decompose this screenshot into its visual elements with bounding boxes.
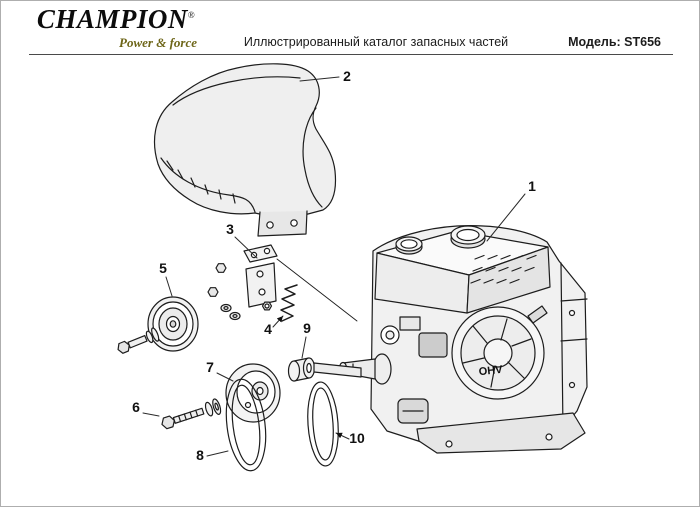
drive-pulley: [225, 363, 281, 423]
bracket-bolt-1: [215, 263, 227, 273]
callout-1-label: 1: [528, 178, 536, 194]
spacer-part: [287, 357, 316, 382]
callout-3-leader: [234, 236, 258, 259]
registered-mark-icon: ®: [187, 10, 196, 20]
belt-cover-part: [153, 63, 337, 237]
callout-6-leader: [142, 412, 160, 417]
callout-10-leader: [335, 432, 350, 440]
idler-pulley: [147, 296, 199, 352]
idler-bolt: [117, 327, 160, 354]
brand-tagline: Power & force: [119, 35, 197, 50]
pulley-bolt: [161, 398, 222, 430]
callout-5-leader: [165, 276, 173, 297]
spring-part: [280, 284, 298, 322]
bracket-plate-top: [243, 244, 278, 263]
header-divider: [29, 54, 673, 55]
drive-shaft: [313, 362, 362, 378]
recoil-handle: [527, 305, 548, 324]
belt-10-part: [307, 381, 339, 467]
air-filter-block: [418, 332, 448, 358]
callout-10-label: 10: [349, 430, 365, 446]
bracket-to-engine-line: [276, 258, 358, 322]
cover-mounting-tab: [257, 210, 308, 237]
model-label: Модель: ST656: [568, 35, 661, 49]
callout-1-leader: [486, 193, 526, 242]
callout-8-label: 8: [196, 447, 204, 463]
recoil-starter: [451, 305, 548, 400]
callout-7-label: 7: [206, 359, 214, 375]
bracket-plate-main: [245, 262, 277, 308]
callout-5-label: 5: [159, 260, 167, 276]
callout-8-leader: [206, 450, 229, 457]
catalog-subtitle: Иллюстрированный каталог запасных частей: [243, 35, 509, 49]
engine-base: [416, 412, 586, 454]
callouts: 1 2 3 4 5 6 7 8 9 10: [132, 68, 536, 463]
callout-6-label: 6: [132, 399, 140, 415]
champion-logo: CHAMPION® Power & force: [31, 6, 201, 51]
bracket-bolt-2: [207, 287, 219, 297]
callout-9-label: 9: [303, 320, 311, 336]
cooling-fins: [470, 254, 537, 284]
engine-part: OHV: [338, 225, 588, 454]
callout-2-label: 2: [343, 68, 351, 84]
ohv-badge: OHV: [478, 364, 504, 378]
fuel-cap-large: [450, 225, 486, 249]
callout-3-label: 3: [226, 221, 234, 237]
bolt-washer-1: [204, 401, 214, 417]
brand-name: CHAMPION: [36, 4, 188, 34]
mount-bracket-parts: [207, 244, 358, 322]
callout-4-leader: [272, 315, 284, 328]
belt-8-part: [225, 378, 267, 472]
callout-2-leader: [299, 76, 340, 82]
callout-7-leader: [216, 372, 234, 382]
callout-9-leader: [301, 336, 307, 359]
fuel-cap-small: [395, 236, 423, 255]
callout-4-label: 4: [264, 321, 272, 337]
